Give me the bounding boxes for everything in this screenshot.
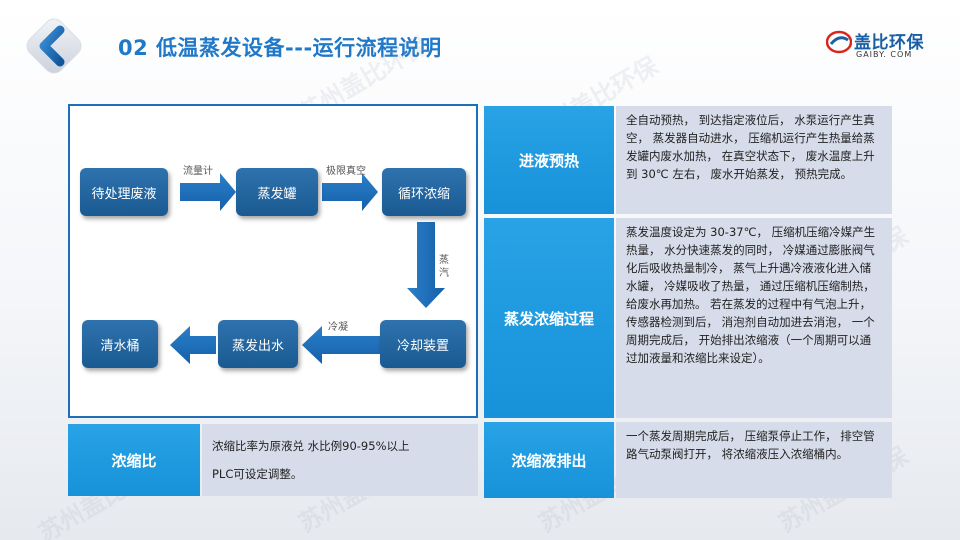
step-header-discharge: 浓缩液排出 [484,422,614,498]
ratio-line-1: 浓缩比率为原液兑 水比例90-95%以上 [212,439,410,453]
flow-diagram: 待处理废液 蒸发罐 循环浓缩 冷却装置 蒸发出水 清水桶 流量计 极限真空 蒸汽… [68,104,478,418]
step-body-preheat: 全自动预热， 到达指定液位后， 水泵运行产生真空， 蒸发器自动进水， 压缩机运行… [616,106,892,214]
back-chevron-icon[interactable] [22,14,86,78]
arrow-right-icon [322,173,378,211]
flow-node-waste: 待处理废液 [80,168,168,216]
flow-arrows [170,173,445,364]
flow-label-vacuum: 极限真空 [326,166,366,177]
flow-node-clean-bucket: 清水桶 [82,320,158,368]
flow-node-outlet: 蒸发出水 [218,320,298,368]
brand-logo: 盖比环保 GAIBY. COM [826,28,926,64]
flow-node-evaporator: 蒸发罐 [236,168,318,216]
flow-label-steam: 蒸汽 [439,255,449,279]
arrow-down-icon [407,222,445,308]
flow-label-condense: 冷凝 [328,322,348,333]
brand-name: 盖比环保 [854,33,924,53]
step-body-evaporation: 蒸发温度设定为 30-37℃， 压缩机压缩冷媒产生热量， 水分快速蒸发的同时， … [616,218,892,418]
arrow-left-icon [302,326,380,364]
step-header-preheat: 进液预热 [484,106,614,214]
step-header-evaporation: 蒸发浓缩过程 [484,218,614,418]
arrow-left-icon [170,326,216,364]
flow-label-flowmeter: 流量计 [183,166,213,177]
brand-sub: GAIBY. COM [856,50,913,59]
ratio-body: 浓缩比率为原液兑 水比例90-95%以上 PLC可设定调整。 [202,424,478,496]
step-body-discharge: 一个蒸发周期完成后， 压缩泵停止工作， 排空管路气动泵阀打开， 将浓缩液压入浓缩… [616,422,892,498]
flow-node-concentrate: 循环浓缩 [382,168,466,216]
ratio-line-2: PLC可设定调整。 [212,467,303,481]
brand-mark-icon [826,30,852,54]
flow-node-cooler: 冷却装置 [380,320,466,368]
page-title: 02 低温蒸发设备---运行流程说明 [118,36,442,60]
ratio-header: 浓缩比 [68,424,200,496]
arrow-right-icon [180,173,236,211]
